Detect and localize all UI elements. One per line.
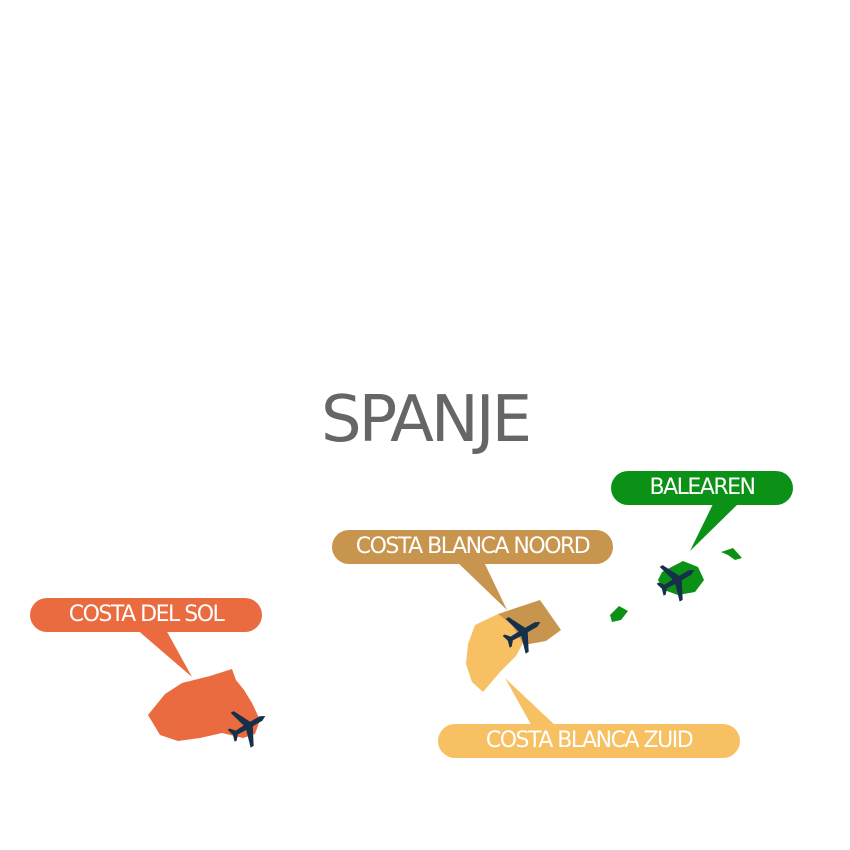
costa-del-sol-pointer [135, 628, 192, 677]
balearen-label[interactable]: BALEAREN [611, 471, 793, 505]
costa-blanca-noord-label[interactable]: COSTA BLANCA NOORD [332, 530, 613, 564]
map-title: SPANJE [320, 383, 532, 457]
ibiza-island[interactable] [610, 606, 628, 622]
costa-blanca-noord-region[interactable] [498, 600, 561, 645]
costa-blanca-zuid-label[interactable]: COSTA BLANCA ZUID [438, 724, 740, 758]
costa-del-sol-label[interactable]: COSTA DEL SOL [30, 598, 262, 632]
balearen-pointer [690, 502, 740, 551]
menorca-island[interactable] [721, 548, 742, 560]
costa-blanca-zuid-region[interactable] [466, 614, 524, 692]
costa-del-sol-region[interactable] [148, 669, 260, 741]
costa-blanca-zuid-pointer [505, 678, 558, 728]
costa-blanca-noord-pointer [455, 560, 507, 610]
